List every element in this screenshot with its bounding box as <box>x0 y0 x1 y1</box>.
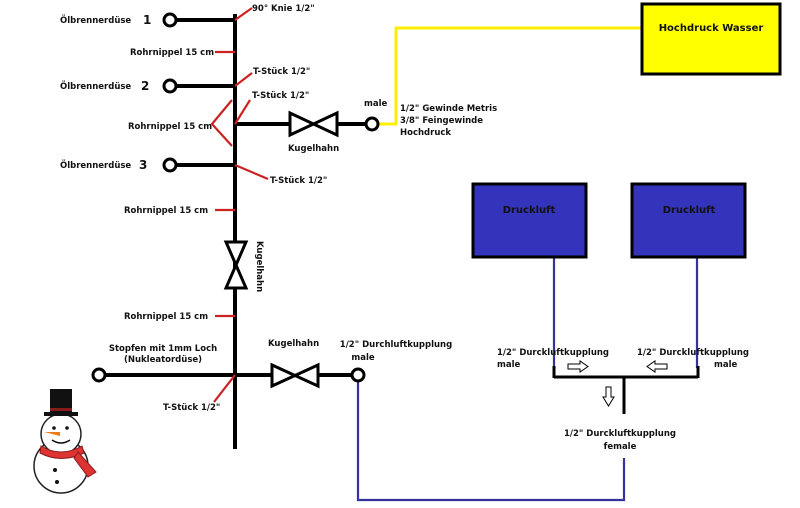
thread-note-line-3: Hochdruck <box>400 128 451 138</box>
tee-label-3: T-Stück 1/2" <box>270 176 327 186</box>
tee-label-4: T-Stück 1/2" <box>163 403 220 413</box>
nipple-label-4: Rohrnippel 15 cm <box>124 312 208 322</box>
compressed-air-label-right: Druckluft <box>663 205 716 216</box>
upper-valve-label: Kugelhahn <box>288 144 339 154</box>
arrow-left-icon <box>646 360 668 373</box>
plug-note-line-1: Stopfen mit 1mm Loch <box>109 344 217 354</box>
coupling-left-line-2: male <box>497 360 521 370</box>
snowman-icon <box>33 389 97 494</box>
nipple-label-2: Rohrnippel 15 cm <box>128 122 212 132</box>
coupling-female-line-2: female <box>604 442 637 452</box>
plug-port <box>91 367 107 383</box>
knee-pointer <box>234 7 253 21</box>
nozzle-3-label: Ölbrennerdüse <box>60 160 131 171</box>
nozzle-3-number: 3 <box>139 158 147 172</box>
lower-coupling-port <box>350 367 366 383</box>
coupling-right-line-1: 1/2" Durckluftkupplung <box>637 348 749 358</box>
tee-pointer-2 <box>234 99 251 125</box>
nozzle-1-number: 1 <box>143 13 151 27</box>
tee-pointer-4 <box>213 374 236 403</box>
lower-ball-valve <box>270 362 320 389</box>
compressed-air-label-left: Druckluft <box>503 205 556 216</box>
nipple-bracket <box>210 99 233 147</box>
knee-label: 90° Knie 1/2" <box>252 4 315 14</box>
nozzle-1-port <box>162 12 178 28</box>
upper-ball-valve <box>288 110 339 138</box>
thread-note-line-2: 3/8" Feingewinde <box>400 116 483 126</box>
tee-pointer-1 <box>234 72 253 87</box>
nipple-markers <box>210 7 269 403</box>
coupling-right-line-2: male <box>714 360 738 370</box>
vertical-ball-valve <box>223 240 249 290</box>
tee-pointer-3 <box>234 163 269 181</box>
air-line-return <box>356 382 626 502</box>
coupling-female-line-1: 1/2" Durckluftkupplung <box>564 429 676 439</box>
nozzle-2-port <box>162 78 178 94</box>
high-pressure-water-box <box>640 2 782 76</box>
tee-label-2: T-Stück 1/2" <box>252 91 309 101</box>
arrow-right-icon <box>567 360 589 373</box>
nipple-label-3: Rohrnippel 15 cm <box>124 206 208 216</box>
nipple-label-1: Rohrnippel 15 cm <box>130 48 214 58</box>
nozzle-1-label: Ölbrennerdüse <box>60 15 131 26</box>
lower-valve-label: Kugelhahn <box>268 339 319 349</box>
coupling-left-line-1: 1/2" Durckluftkupplung <box>497 348 609 358</box>
coupling-mid-line-2: male <box>351 353 375 363</box>
nozzle-3-port <box>162 157 178 173</box>
high-pressure-water-label: Hochdruck Wasser <box>659 23 764 34</box>
thread-note-line-1: 1/2" Gewinde Metris <box>400 104 497 114</box>
male-label-top: male <box>364 99 388 109</box>
nozzle-2-label: Ölbrennerdüse <box>60 81 131 92</box>
upper-male-port <box>364 116 380 132</box>
arrow-down-icon <box>602 386 615 407</box>
compressed-air-box-right <box>630 182 747 259</box>
plug-note-line-2: (Nukleatordüse) <box>124 355 202 365</box>
compressed-air-box-left <box>471 182 588 259</box>
vertical-valve-label: Kugelhahn <box>254 241 264 292</box>
water-line <box>379 26 642 126</box>
tee-label-1: T-Stück 1/2" <box>253 67 310 77</box>
coupling-mid-line-1: 1/2" Durchluftkupplung <box>340 340 452 350</box>
nozzle-2-number: 2 <box>141 79 149 93</box>
